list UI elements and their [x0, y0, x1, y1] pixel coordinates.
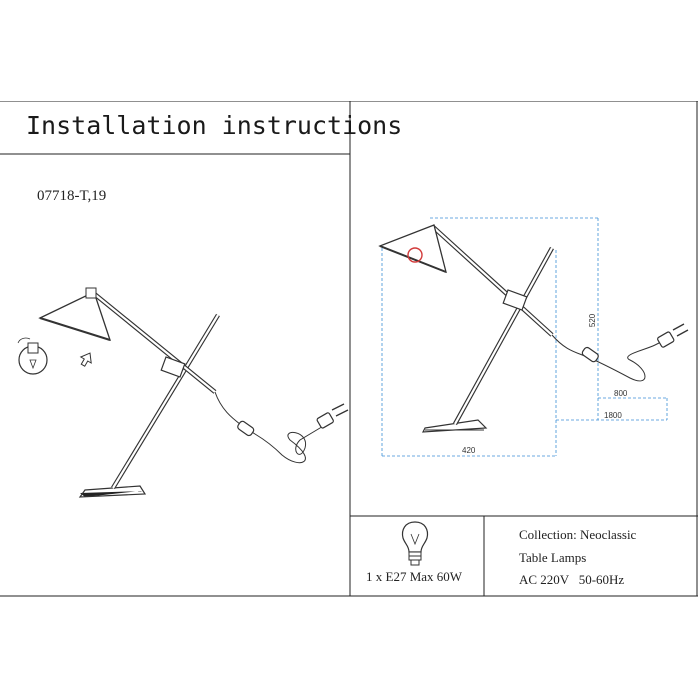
dimension-cord: 1800 [604, 411, 622, 420]
plug-icon [316, 403, 349, 429]
lamp-base [421, 419, 488, 433]
joint-block [160, 356, 186, 378]
bulb-icon [17, 337, 48, 375]
bulb-spec: 1 x E27 Max 60W [366, 569, 463, 584]
model-number: 07718-T,19 [37, 188, 107, 204]
joint-block [502, 289, 528, 311]
page-title: Installation instructions [26, 111, 403, 140]
switch-icon [581, 346, 599, 363]
arrow-icon [79, 352, 92, 367]
plug-icon [657, 323, 689, 348]
power-label: AC 220V 50-60Hz [519, 572, 625, 587]
instruction-sheet [0, 101, 698, 597]
frame-lines [0, 101, 698, 597]
dimension-base: 800 [614, 389, 628, 398]
lamp-base [78, 485, 147, 498]
dimension-height: 520 [588, 313, 598, 328]
collection-label: Collection: Neoclassic [519, 527, 637, 542]
switch-icon [237, 420, 255, 437]
dimension-lines [381, 217, 668, 457]
bulb-icon [401, 521, 429, 566]
category-label: Table Lamps [519, 550, 587, 565]
dimension-width: 420 [462, 446, 476, 455]
